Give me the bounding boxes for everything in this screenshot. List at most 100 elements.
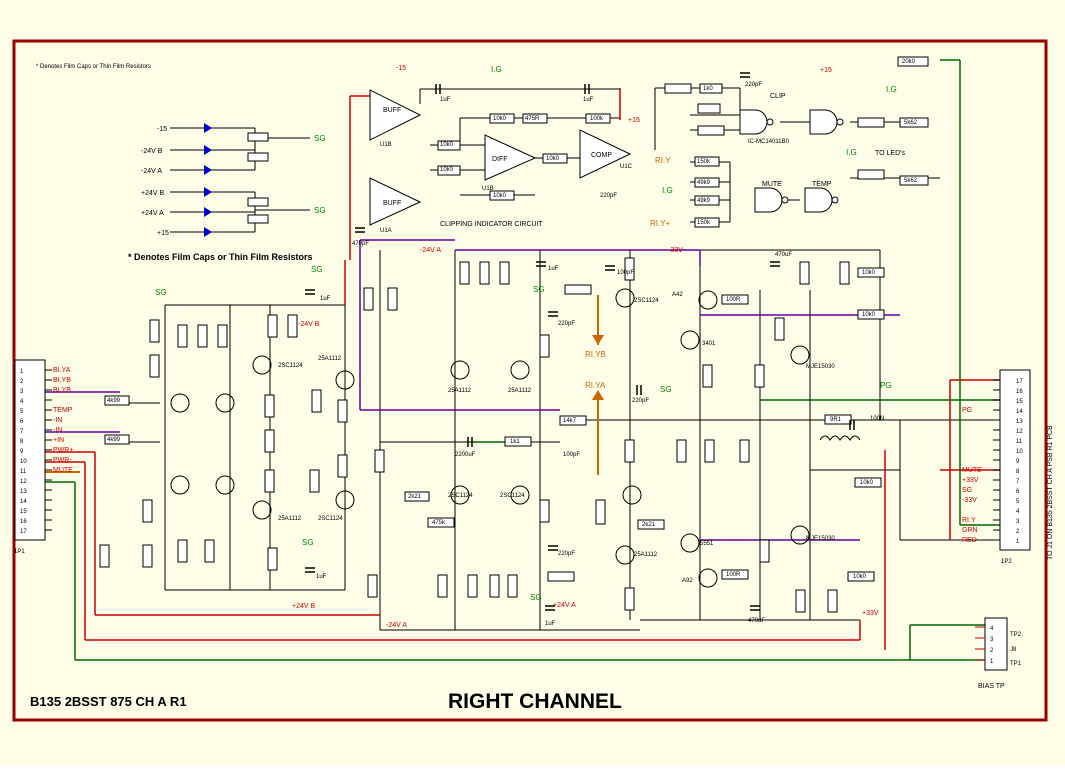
gate-mute: MUTE (762, 181, 782, 188)
r42-value: 5k62 (904, 120, 918, 126)
r37-value: 10k0 (546, 156, 560, 162)
c3-value: 470uF (748, 618, 765, 624)
qr3-part: 25A1112 (278, 516, 302, 522)
r40-value: 1k0 (703, 86, 713, 92)
left-pin-number: 8 (20, 439, 24, 445)
q10-part: 25A1112 (508, 388, 532, 394)
transistor-symbols (170, 288, 810, 588)
right-pin-number: 5 (1016, 499, 1020, 505)
left-pin-label: MUTE (53, 467, 73, 474)
opamp-comp: COMP U1C (579, 129, 633, 179)
left-pin-number: 13 (20, 489, 27, 495)
right-pin-number: 10 (1016, 449, 1023, 455)
bias-pin-number: 2 (990, 648, 994, 654)
q14-part: A42 (672, 292, 683, 298)
right-pin-number: 11 (1016, 439, 1023, 445)
left-pin-label: -IN (53, 427, 62, 434)
r46-value: 49k9 (697, 198, 711, 204)
sg-label-main-right: SG (660, 385, 672, 394)
sg-label-main-left: SG (155, 288, 167, 297)
right-pin-label: RED (962, 537, 977, 544)
left-pin-label: BI.YB (53, 387, 71, 394)
pg-label: PG (880, 381, 892, 390)
rb1-value: 4k99 (107, 398, 121, 404)
c11-value: 220pF (632, 398, 649, 404)
q12-part: 3401 (702, 341, 716, 347)
film-cap-note-small: * Denotes Film Caps or Thin Film Resisto… (36, 64, 151, 70)
left-pin-number: 15 (20, 509, 27, 515)
sheet-frame (12, 39, 1048, 722)
svg-text:TP2: TP2 (1010, 632, 1022, 638)
left-pin-number: 12 (20, 479, 27, 485)
main-black-wires (120, 249, 1000, 631)
cap-symbols (305, 72, 855, 611)
lg-label-right: I.G (886, 85, 897, 94)
r35-value: 10k0 (493, 116, 507, 122)
label-p33-main: +33V (862, 610, 879, 617)
sg-label-main-bl: SG (302, 538, 314, 547)
label-m24a-bottom: -24V A (386, 622, 407, 629)
lg-label-top: I.G (491, 65, 502, 74)
left-pin-number: 3 (20, 389, 24, 395)
q8-part: 2SC1124 (448, 493, 473, 499)
r38-value: 100k (590, 116, 604, 122)
r41-value: 20k0 (902, 59, 916, 65)
label-p15-clip: +15 (628, 117, 640, 124)
output-inductor (819, 435, 861, 441)
left-pin-label: PWR+ (53, 447, 73, 454)
lg-label-mid: I.G (846, 148, 857, 157)
right-pin-label: SG (962, 487, 972, 494)
left-pin-label: TEMP (53, 407, 73, 414)
right-pin-number: 15 (1016, 399, 1023, 405)
gate-temp: TEMP (812, 181, 832, 188)
rt3-value: 10k0 (862, 270, 876, 276)
r33-value: 10k0 (440, 167, 454, 173)
q9-part: 25A1112 (448, 388, 472, 394)
gate-clip: CLIP (770, 93, 786, 100)
riy-label-1: RI.Y (655, 156, 671, 165)
svg-text:BUFF: BUFF (383, 107, 401, 114)
left-pin-number: 11 (20, 469, 27, 475)
svg-text:BUFF: BUFF (383, 200, 401, 207)
q2-part: MJE15030 (806, 536, 835, 542)
supply-p24a: +24V A (141, 210, 164, 217)
board-id: B135 2BSST 875 CH A R1 (30, 694, 187, 709)
left-pin-label: +IN (53, 437, 64, 444)
q4-part: 5551 (700, 541, 714, 547)
nand-gates (739, 109, 844, 213)
qr7-part: 2SC1124 (318, 516, 343, 522)
label-m24b-main: -24V B (298, 321, 320, 328)
rt4-value: 10k0 (862, 312, 876, 318)
c10-value: 100pF (617, 270, 634, 276)
rl1-value: 9R1 (830, 417, 842, 423)
svg-text:U1A: U1A (380, 228, 392, 234)
supply-m24b: -24V B (141, 148, 163, 155)
svg-text:J8: J8 (1010, 647, 1017, 653)
connector-1p2: 17161514PG1312111098MUTE7+33V6SG5-33V43R… (962, 369, 1031, 565)
svg-text:COMP: COMP (591, 152, 612, 159)
rt2-value: 10k0 (860, 480, 874, 486)
cp3-value: 1uF (583, 97, 594, 103)
c30-value: 220pF (600, 193, 617, 199)
r1-value: 100R (726, 572, 741, 578)
r47-value: 49k9 (697, 180, 711, 186)
cf1-value: 100pF (563, 452, 580, 458)
left-pin-number: 10 (20, 459, 27, 465)
clip-resistors (437, 56, 929, 228)
left-pin-label: BI.YB (53, 377, 71, 384)
cc1-value: 470pF (352, 241, 369, 247)
left-pin-number: 4 (20, 399, 24, 405)
label-p24a-main: +24V A (553, 602, 576, 609)
qr8-part: 25A1112 (318, 356, 342, 362)
opamp-diff: DIFF U1B (482, 134, 537, 192)
svg-text:U1B: U1B (482, 186, 494, 192)
supply-p15: +15 (157, 230, 169, 237)
bias-pin-number: 1 (990, 659, 994, 665)
r0f-value: 475k (432, 520, 446, 526)
supply-diodes (204, 123, 212, 237)
label-m33-main: -33V (668, 247, 683, 254)
svg-text:1P1: 1P1 (14, 549, 25, 555)
right-pin-number: 8 (1016, 469, 1020, 475)
